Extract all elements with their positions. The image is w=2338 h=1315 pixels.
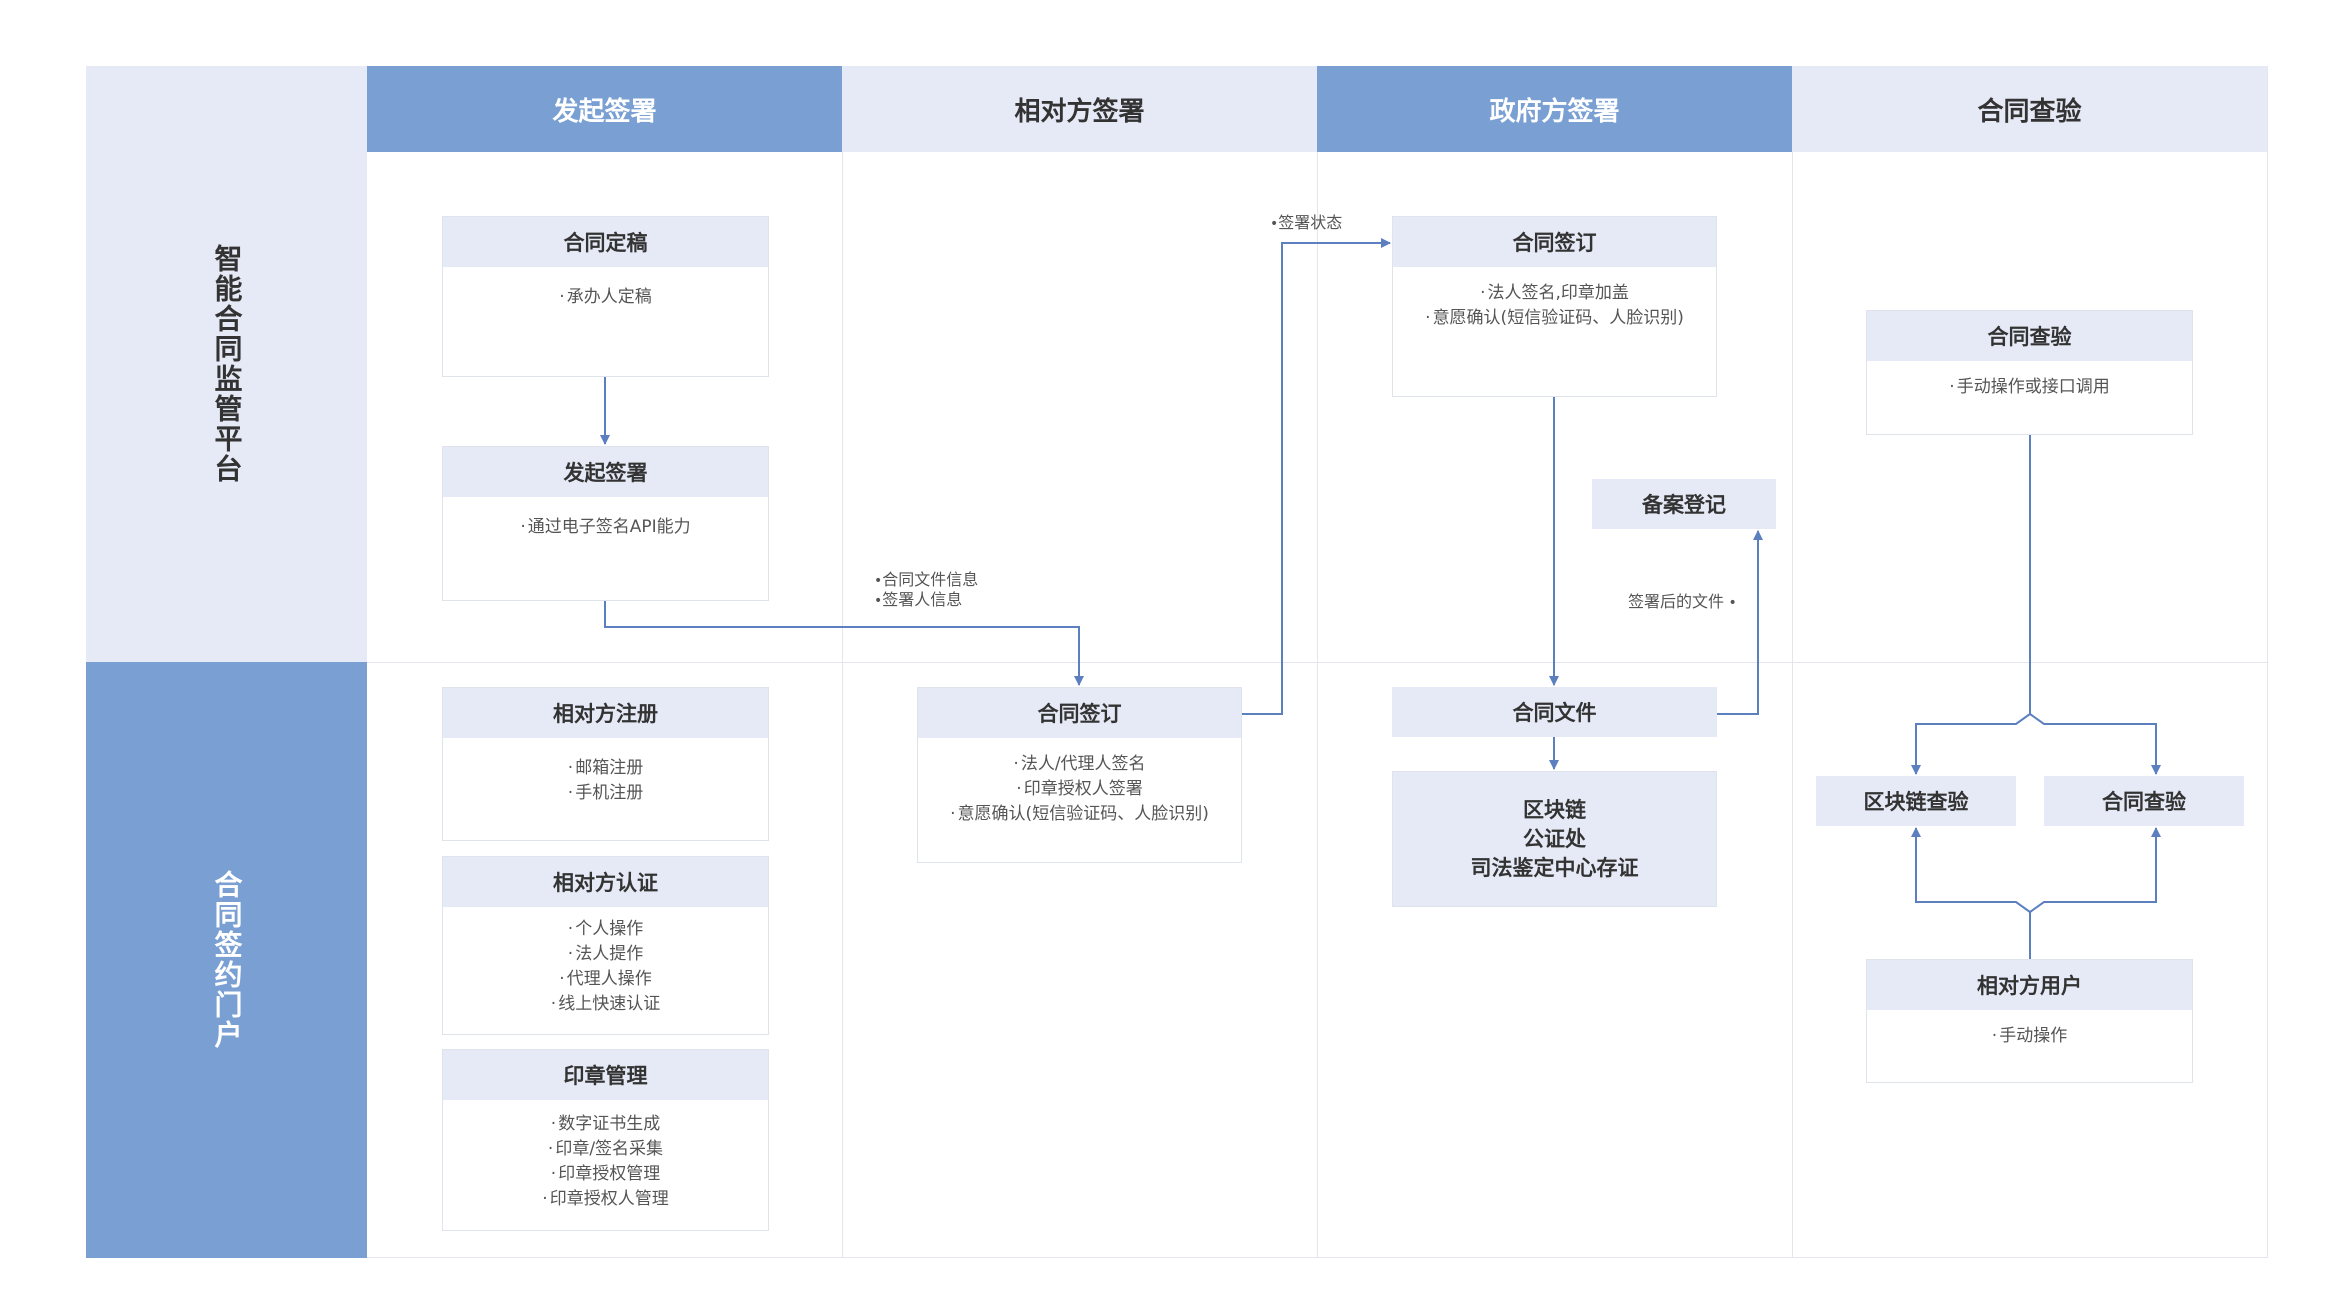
connector-user-verify-split-right — [2029, 827, 2161, 913]
connector-platform-verify-split — [1911, 435, 2031, 775]
card-item: 代理人操作 — [449, 967, 762, 992]
card-contract-draft: 合同定稿 承办人定稿 — [442, 216, 769, 377]
card-item: 印章/签名采集 — [449, 1137, 762, 1162]
card-item: 印章授权管理 — [449, 1162, 762, 1187]
column-header-verify: 合同查验 — [1792, 66, 2267, 152]
column-header-initiate: 发起签署 — [367, 66, 842, 152]
card-title: 合同签订 — [918, 688, 1241, 738]
card-item: 邮箱注册 — [449, 756, 762, 781]
card-item: 法人/代理人签名 — [924, 752, 1235, 777]
card-item: 手动操作 — [1873, 1024, 2186, 1049]
annotation-contract-info: •合同文件信息 — [874, 570, 979, 589]
row-label-portal: 合同签约门户 — [86, 662, 367, 1258]
card-title: 发起签署 — [443, 447, 768, 497]
card-title: 合同查验 — [1867, 311, 2192, 361]
card-item: 手机注册 — [449, 781, 762, 806]
lane-divider — [2267, 66, 2268, 1258]
card-item: 手动操作或接口调用 — [1873, 375, 2186, 400]
annotation-signer-info: •签署人信息 — [874, 590, 963, 609]
row-divider — [367, 1257, 2267, 1258]
card-title: 合同签订 — [1393, 217, 1716, 267]
column-header-government: 政府方签署 — [1317, 66, 1792, 152]
lane-divider — [1317, 152, 1318, 1258]
card-counterpart-register: 相对方注册 邮箱注册 手机注册 — [442, 687, 769, 841]
arrow-file-to-filing — [1717, 530, 1763, 715]
annotation-sign-status: •签署状态 — [1270, 213, 1343, 232]
connector-platform-verify-split-right — [2029, 713, 2161, 775]
lane-divider — [842, 152, 843, 1258]
card-item: 印章授权人管理 — [449, 1187, 762, 1212]
evidence-line: 司法鉴定中心存证 — [1470, 855, 1639, 880]
card-item: 意愿确认(短信验证码、人脸识别) — [924, 802, 1235, 827]
contract-verify-box: 合同查验 — [2044, 776, 2244, 826]
card-counterpart-auth: 相对方认证 个人操作 法人提作 代理人操作 线上快速认证 — [442, 856, 769, 1035]
row-label-platform: 智能合同监管平台 — [86, 66, 367, 662]
card-item: 数字证书生成 — [449, 1112, 762, 1137]
filing-registration-box: 备案登记 — [1592, 479, 1776, 529]
evidence-storage-box: 区块链 公证处 司法鉴定中心存证 — [1392, 771, 1717, 907]
card-counterpart-user: 相对方用户 手动操作 — [1866, 959, 2193, 1083]
card-item: 法人提作 — [449, 942, 762, 967]
card-title: 合同定稿 — [443, 217, 768, 267]
card-initiate-sign: 发起签署 通过电子签名API能力 — [442, 446, 769, 601]
card-item: 法人签名,印章加盖 — [1399, 281, 1710, 306]
evidence-line: 公证处 — [1523, 826, 1586, 851]
card-item: 印章授权人签署 — [924, 777, 1235, 802]
card-title: 印章管理 — [443, 1050, 768, 1100]
card-item: 承办人定稿 — [449, 285, 762, 310]
card-item: 意愿确认(短信验证码、人脸识别) — [1399, 306, 1710, 331]
arrow-initiate-to-counterpart-sign — [604, 601, 1084, 686]
card-government-sign: 合同签订 法人签名,印章加盖 意愿确认(短信验证码、人脸识别) — [1392, 216, 1717, 397]
annotation-signed-file: 签署后的文件 • — [1628, 592, 1737, 611]
row-divider — [367, 662, 2267, 663]
card-title: 相对方注册 — [443, 688, 768, 738]
lane-divider — [1792, 152, 1793, 1258]
arrow-counterpart-to-government — [1242, 238, 1391, 715]
card-seal-management: 印章管理 数字证书生成 印章/签名采集 印章授权管理 印章授权人管理 — [442, 1049, 769, 1231]
card-title: 相对方认证 — [443, 857, 768, 907]
card-item: 通过电子签名API能力 — [449, 515, 762, 540]
connector-user-verify-split — [1911, 827, 2031, 959]
card-title: 相对方用户 — [1867, 960, 2192, 1010]
card-item: 个人操作 — [449, 917, 762, 942]
card-item: 线上快速认证 — [449, 992, 762, 1017]
column-header-counterpart: 相对方签署 — [842, 66, 1317, 152]
contract-file-box: 合同文件 — [1392, 687, 1717, 737]
evidence-line: 区块链 — [1523, 797, 1586, 822]
card-counterpart-sign: 合同签订 法人/代理人签名 印章授权人签署 意愿确认(短信验证码、人脸识别) — [917, 687, 1242, 863]
card-platform-verify: 合同查验 手动操作或接口调用 — [1866, 310, 2193, 435]
blockchain-verify-box: 区块链查验 — [1816, 776, 2016, 826]
